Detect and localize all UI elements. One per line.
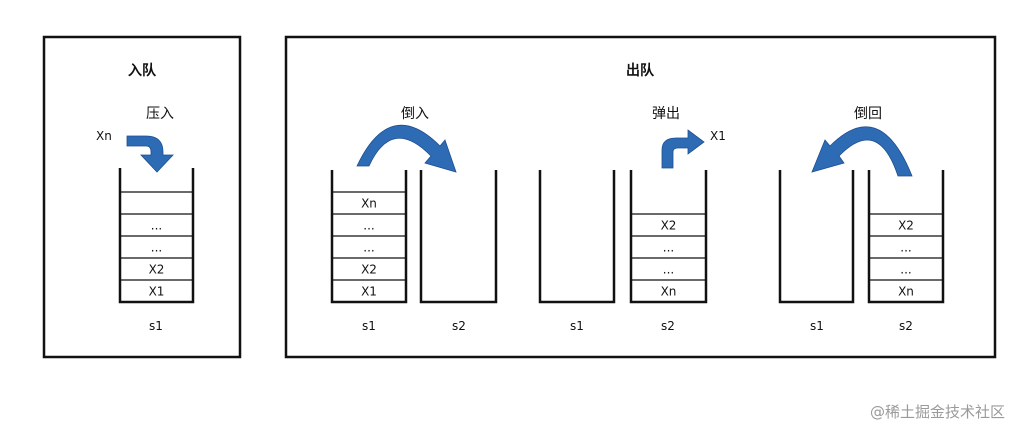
pour-in-label: 倒入: [401, 106, 429, 122]
step3-s2-name: s2: [899, 319, 913, 333]
step2-s2-name: s2: [661, 319, 675, 333]
step2-s1-outline: [538, 170, 616, 304]
stack-slot-label: X1: [149, 285, 165, 299]
popped-element-label: X1: [710, 129, 726, 143]
pour-in-arrow-icon: [356, 124, 457, 173]
stack-slot-label: ...: [151, 241, 162, 255]
stack-slot-label: ...: [363, 219, 374, 233]
dequeue-step2-stack-s2: X2...... Xn s2: [629, 170, 708, 333]
pour-back-arrow-icon: [811, 126, 913, 177]
step3-s1-outline: [778, 170, 855, 304]
push-arrow-icon: [126, 135, 174, 173]
stack-slot-label: X2: [898, 219, 914, 233]
step1-s2-name: s2: [452, 319, 466, 333]
dequeue-step3-stack-s2: X2...... Xn s2: [867, 170, 945, 333]
step2-s1-name: s1: [570, 319, 584, 333]
stack-slot-label: Xn: [361, 197, 377, 211]
stack-slot-label: ...: [900, 241, 911, 255]
incoming-element-label: Xn: [96, 129, 112, 143]
step2-s2-slots: X2...... Xn: [631, 213, 706, 299]
dequeue-step2-stack-s1: s1: [538, 170, 616, 333]
stack-slot-label: ...: [663, 241, 674, 255]
stack-slot-label: X2: [661, 219, 677, 233]
watermark: @稀土掘金技术社区: [870, 403, 1005, 421]
enqueue-title: 入队: [128, 62, 157, 79]
stack-slot-label: ...: [900, 263, 911, 277]
dequeue-step3-stack-s1: s1: [778, 170, 855, 333]
enqueue-panel: [42, 35, 242, 359]
dequeue-panel: [284, 35, 997, 359]
pop-label: 弹出: [652, 106, 680, 122]
stack-s1-name: s1: [149, 319, 163, 333]
stack-slot-label: X1: [361, 285, 377, 299]
stack-slot-label: Xn: [661, 285, 677, 299]
dequeue-title: 出队: [626, 62, 655, 79]
stack-slot-label: ...: [363, 241, 374, 255]
step3-s1-name: s1: [810, 319, 824, 333]
stack-s1-outline: [118, 168, 195, 304]
step1-s2-outline: [419, 170, 498, 304]
pour-back-label: 倒回: [854, 106, 882, 122]
step1-s1-name: s1: [362, 319, 376, 333]
stack-slot-label: X2: [361, 263, 377, 277]
pop-arrow-icon: [661, 129, 705, 169]
stack-slot-label: ...: [151, 219, 162, 233]
step3-s2-slots: X2...... Xn: [869, 213, 943, 299]
push-label: 压入: [146, 106, 174, 122]
dequeue-step1-stack-s2: s2: [419, 170, 498, 333]
stack-slot-label: X2: [149, 263, 165, 277]
stack-slot-label: ...: [663, 263, 674, 277]
stack-slot-label: Xn: [898, 285, 914, 299]
